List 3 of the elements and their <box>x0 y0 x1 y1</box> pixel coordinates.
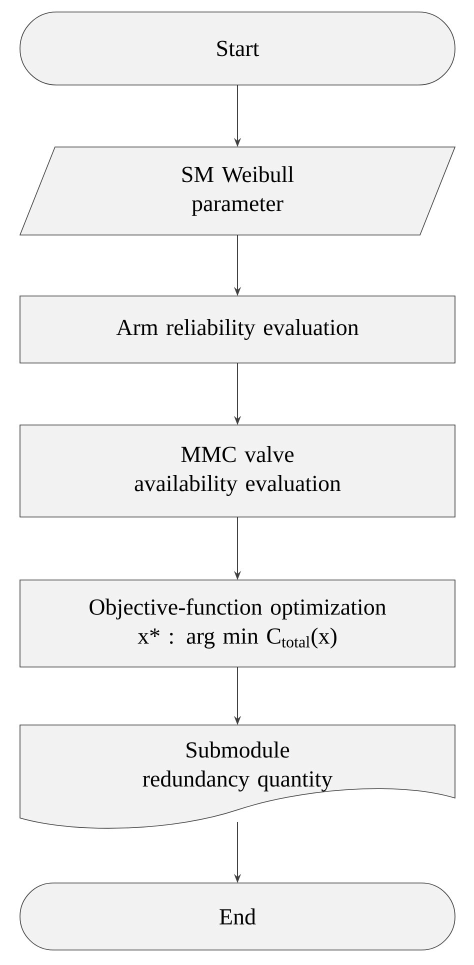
process-box: MMC valve availability evaluation <box>20 424 456 518</box>
process-box: Objective-function optimization x* : arg min C$_{total}$(x) <box>20 580 456 668</box>
process-box: Arm reliability evaluation <box>20 296 456 364</box>
